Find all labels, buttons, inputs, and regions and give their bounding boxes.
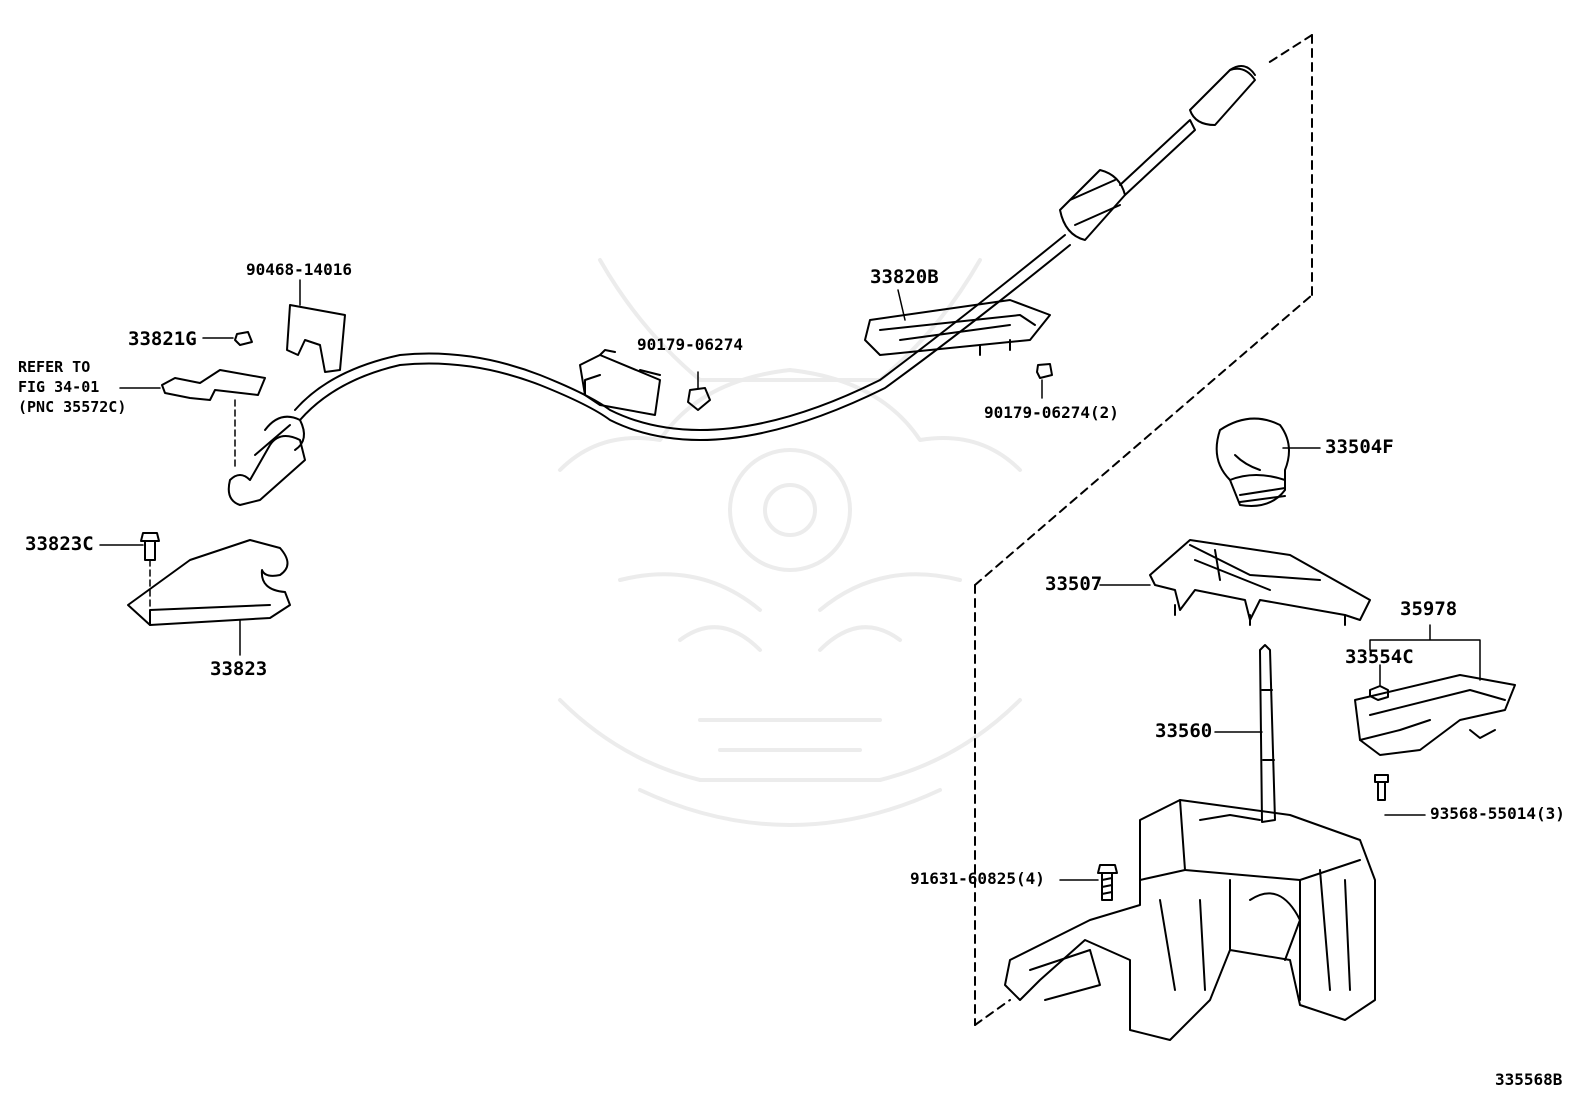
label-90179-06274-qty2: 90179-06274(2) [984,403,1119,422]
bracket-refer-fig [161,369,266,401]
position-indicator-housing [1354,674,1516,756]
label-33554c: 33554C [1345,646,1414,668]
shift-lever [1259,644,1276,823]
shift-cable [294,65,1256,441]
label-90179-06274: 90179-06274 [637,335,743,354]
label-93568-55014: 93568-55014(3) [1430,804,1565,823]
clip-90468 [286,304,346,373]
label-33507: 33507 [1045,573,1103,595]
bolt-91631 [1097,864,1118,901]
label-90468-14016: 90468-14016 [246,260,352,279]
cable-grommet [864,299,1051,356]
label-35978: 35978 [1400,598,1458,620]
label-91631-60825: 91631-60825(4) [910,869,1045,888]
nut-90179-b [1036,363,1053,379]
assembly-boundary [974,34,1313,1026]
cable-bracket [579,349,661,416]
label-33504f: 33504F [1325,436,1394,458]
note-line-3: (PNC 35572C) [18,398,127,416]
watermark-mask [558,258,1022,827]
bolt-33823c [140,532,160,561]
figure-id: 335568B [1495,1070,1563,1089]
note-line-2: FIG 34-01 [18,378,100,396]
nut-90179-a [687,387,711,411]
bracket-33823 [127,539,291,626]
nut-33821g [234,331,253,346]
note-line-1: REFER TO [18,358,91,376]
label-33560: 33560 [1155,720,1213,742]
clip-33554c [1369,685,1389,701]
cable-end-fitting [227,415,306,506]
shift-knob [1215,417,1290,507]
leader-lines [99,279,1481,881]
label-33821g: 33821G [128,328,197,350]
bolt-93568 [1374,774,1389,801]
label-33823: 33823 [210,658,268,680]
shift-bezel [1149,539,1371,626]
label-33820b: 33820B [870,266,939,288]
shift-housing [1004,799,1376,1041]
label-33823c: 33823C [25,533,94,555]
